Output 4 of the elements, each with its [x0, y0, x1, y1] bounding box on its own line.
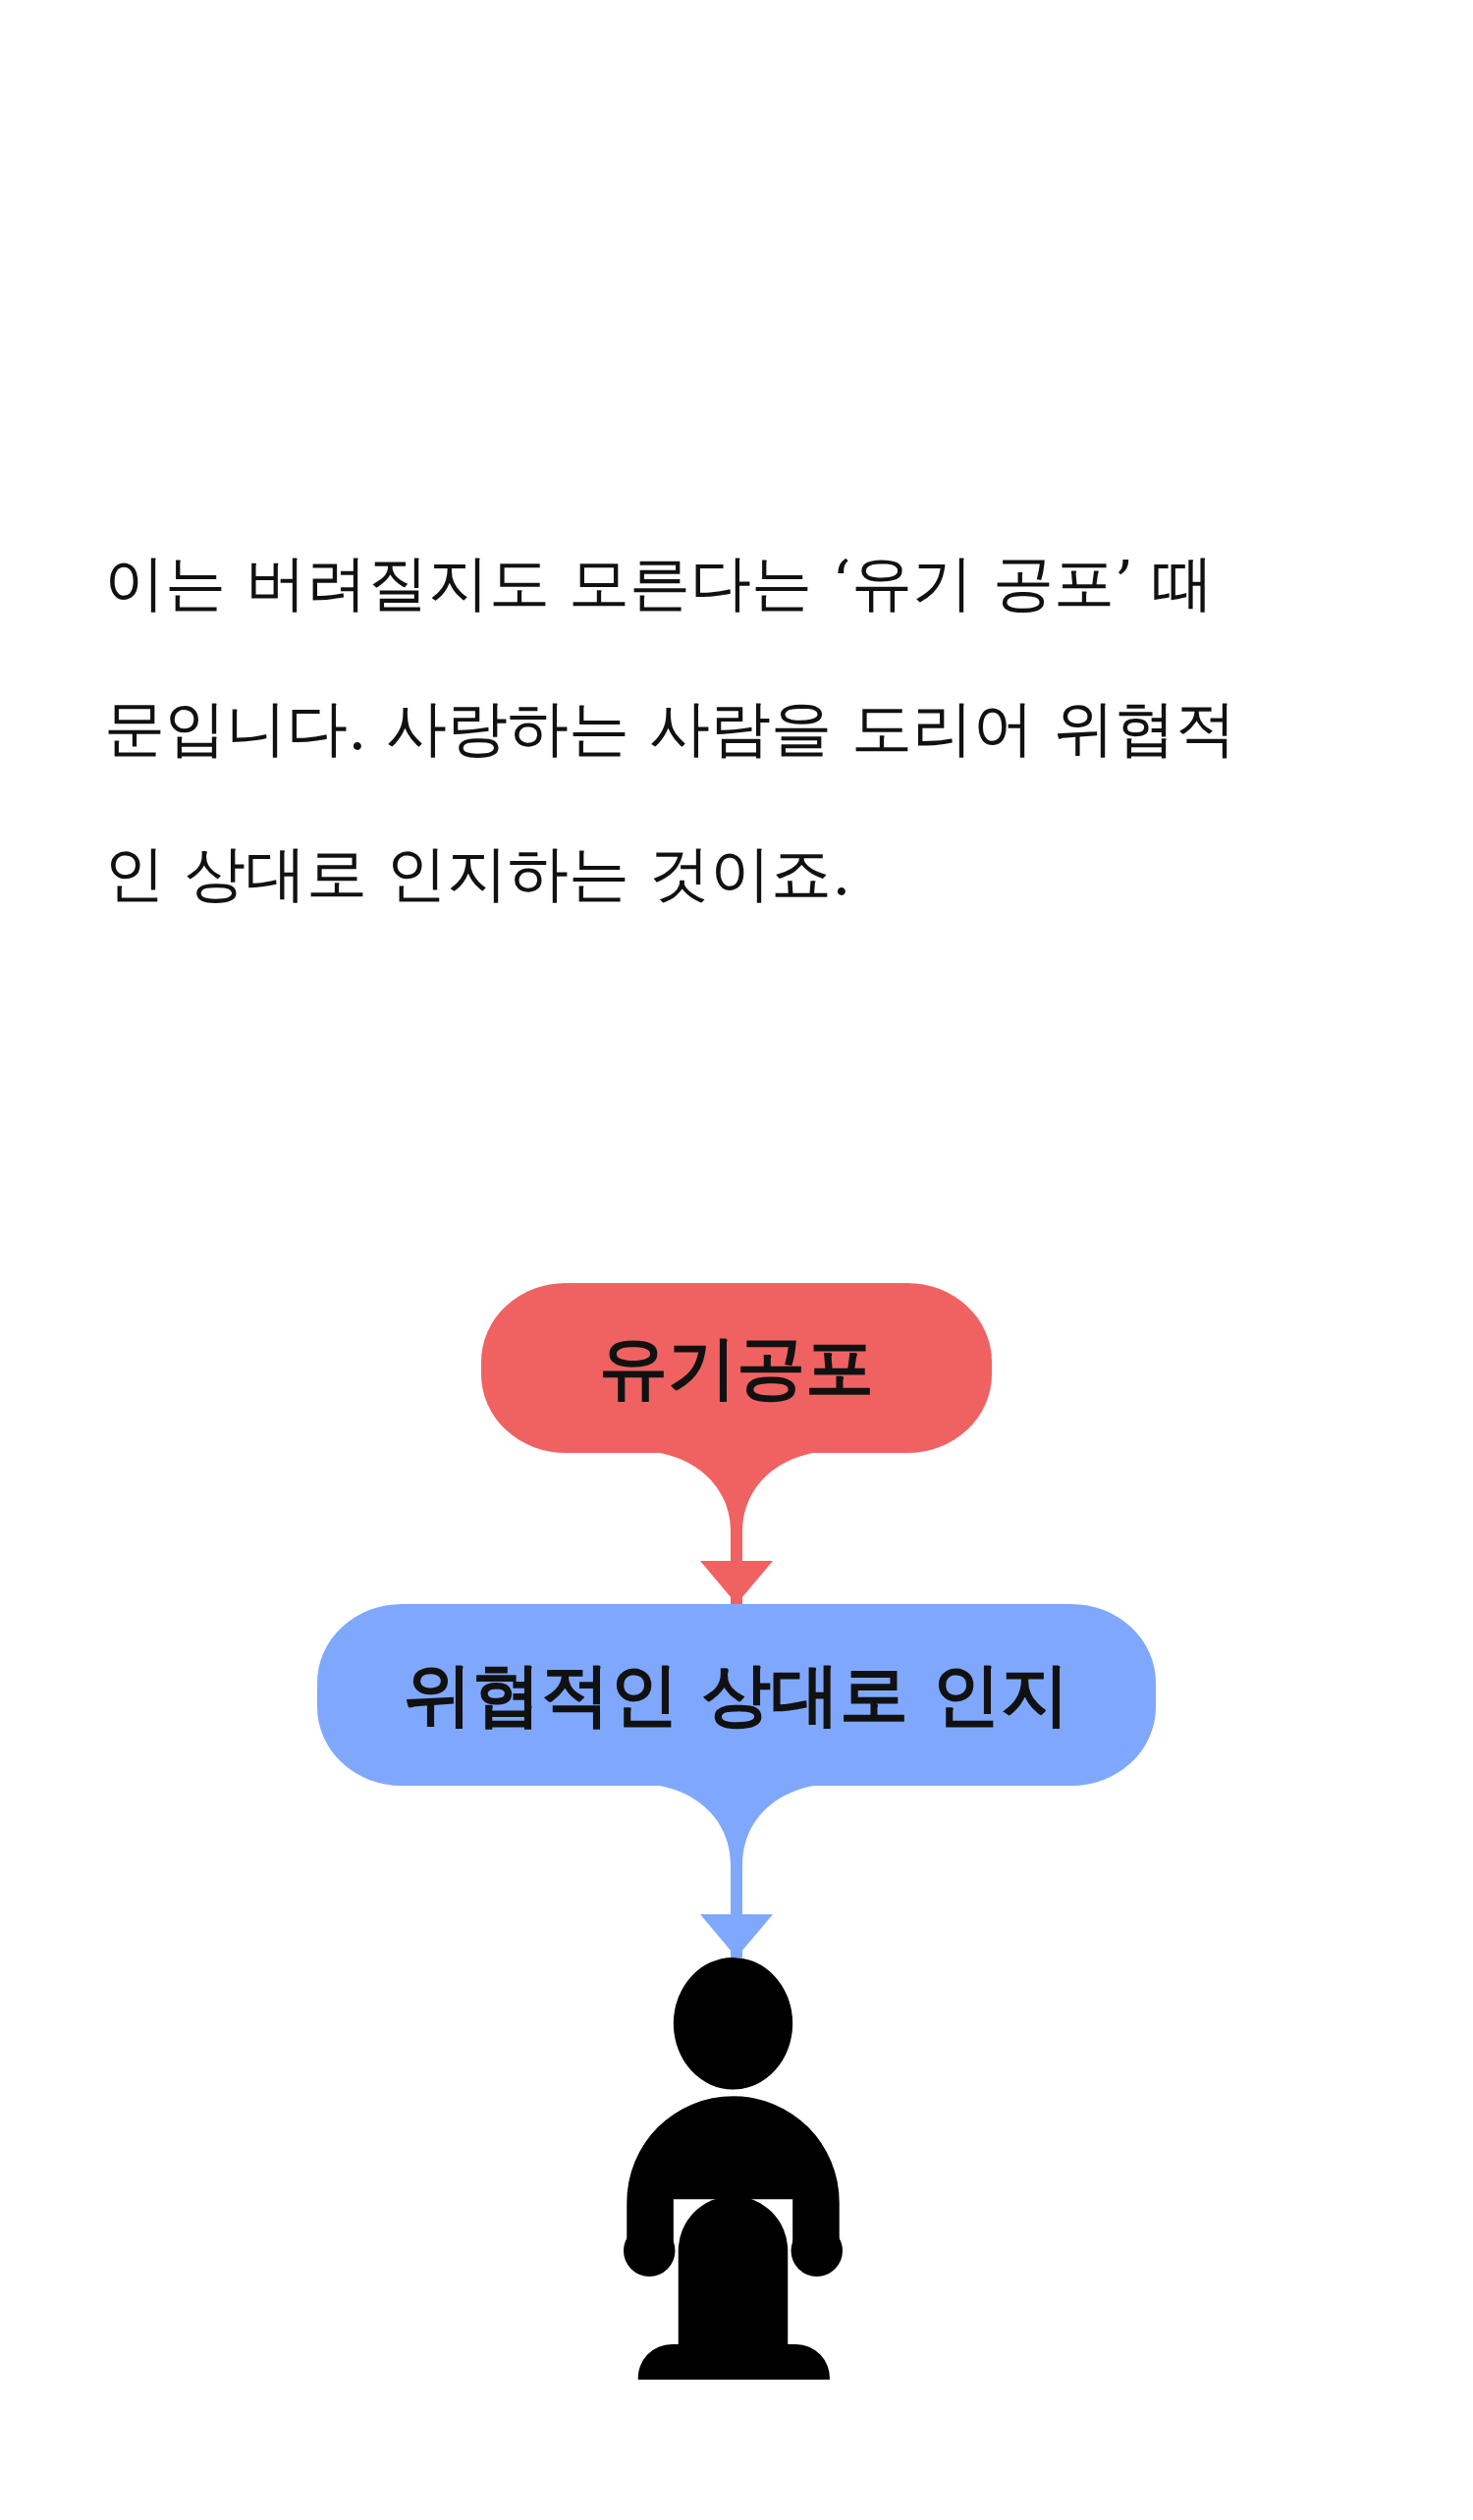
person-figure: [624, 1957, 843, 2380]
paragraph-text: 이는 버려질지도 모른다는 ‘유기 공포’ 때문입니다. 사랑하는 사람을 도리어 위협적인 상대로 인지하는 것이죠.: [104, 546, 1237, 911]
bubble-text: 유기공포: [599, 1325, 874, 1410]
bubble-text: 위협적인 상대로 인지: [403, 1652, 1070, 1737]
